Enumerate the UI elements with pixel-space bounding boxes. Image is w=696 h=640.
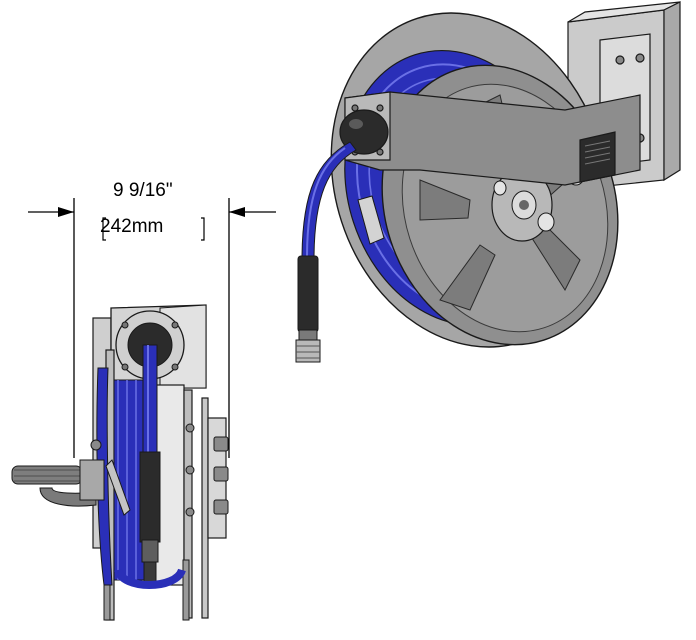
dimension-metric: 242mm bbox=[100, 216, 164, 237]
side-hose-brace bbox=[105, 459, 131, 516]
side-bolts bbox=[185, 423, 229, 517]
iso-hose-fitting bbox=[295, 339, 321, 363]
isometric-reel bbox=[295, 1, 681, 363]
iso-hose-guide bbox=[339, 109, 389, 155]
side-hose-drop bbox=[139, 344, 161, 583]
arrow-right bbox=[229, 207, 245, 217]
side-inlet-hose bbox=[11, 439, 105, 507]
side-leg-right bbox=[182, 559, 190, 621]
side-hose-loop bbox=[114, 568, 186, 589]
side-view-reel bbox=[11, 304, 229, 621]
iso-hose-drop bbox=[295, 141, 357, 363]
iso-hose-clip bbox=[357, 195, 385, 245]
bracket-left bbox=[102, 217, 106, 241]
side-hose-ferrule bbox=[139, 451, 161, 543]
bracket-right bbox=[201, 217, 205, 241]
arrow-left bbox=[58, 207, 74, 217]
width-dimension bbox=[28, 198, 276, 458]
iso-hose-ferrule bbox=[297, 255, 319, 333]
dimension-imperial: 9 9/16" bbox=[113, 180, 173, 201]
